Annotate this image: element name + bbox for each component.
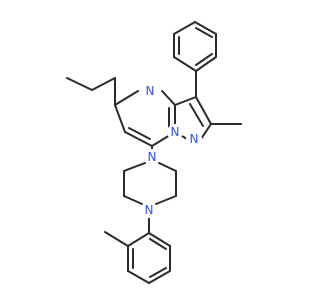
atom-label: N	[171, 125, 180, 139]
nitrogen-atom: N	[141, 202, 157, 218]
bond	[104, 231, 129, 247]
nitrogen-atom: N	[167, 124, 183, 140]
bond	[149, 267, 167, 278]
atom-label: N	[146, 84, 155, 98]
molecule-diagram: N N N N N	[66, 21, 242, 284]
bond	[195, 96, 212, 125]
bond	[66, 77, 93, 91]
bond	[114, 90, 139, 106]
bond	[123, 195, 143, 205]
bond	[195, 53, 213, 66]
bond	[148, 270, 171, 284]
bond	[158, 162, 177, 172]
nitrogen-atom: N	[144, 149, 160, 165]
bond	[195, 27, 213, 38]
bond	[114, 104, 126, 133]
atom-label: N	[190, 132, 199, 146]
bond	[195, 56, 217, 72]
nitrogen-atom: N	[142, 83, 158, 99]
bond	[123, 162, 146, 172]
bond	[148, 232, 171, 247]
bond	[91, 77, 116, 91]
bond	[189, 103, 204, 127]
bond	[128, 127, 151, 140]
bond	[149, 238, 167, 250]
bond	[124, 131, 153, 147]
bond	[173, 21, 196, 35]
bond	[200, 123, 212, 140]
atom-label: N	[145, 203, 154, 217]
nitrogen-atom: N	[186, 131, 202, 147]
bond	[173, 56, 197, 72]
bond	[161, 90, 176, 106]
atom-label: N	[148, 150, 157, 164]
atom-label-layer: N N N N N	[141, 83, 202, 218]
bond	[127, 270, 150, 284]
bond	[174, 96, 197, 106]
bond	[194, 21, 217, 35]
bond	[127, 232, 150, 247]
bond	[155, 195, 177, 205]
bond-layer	[66, 21, 242, 284]
